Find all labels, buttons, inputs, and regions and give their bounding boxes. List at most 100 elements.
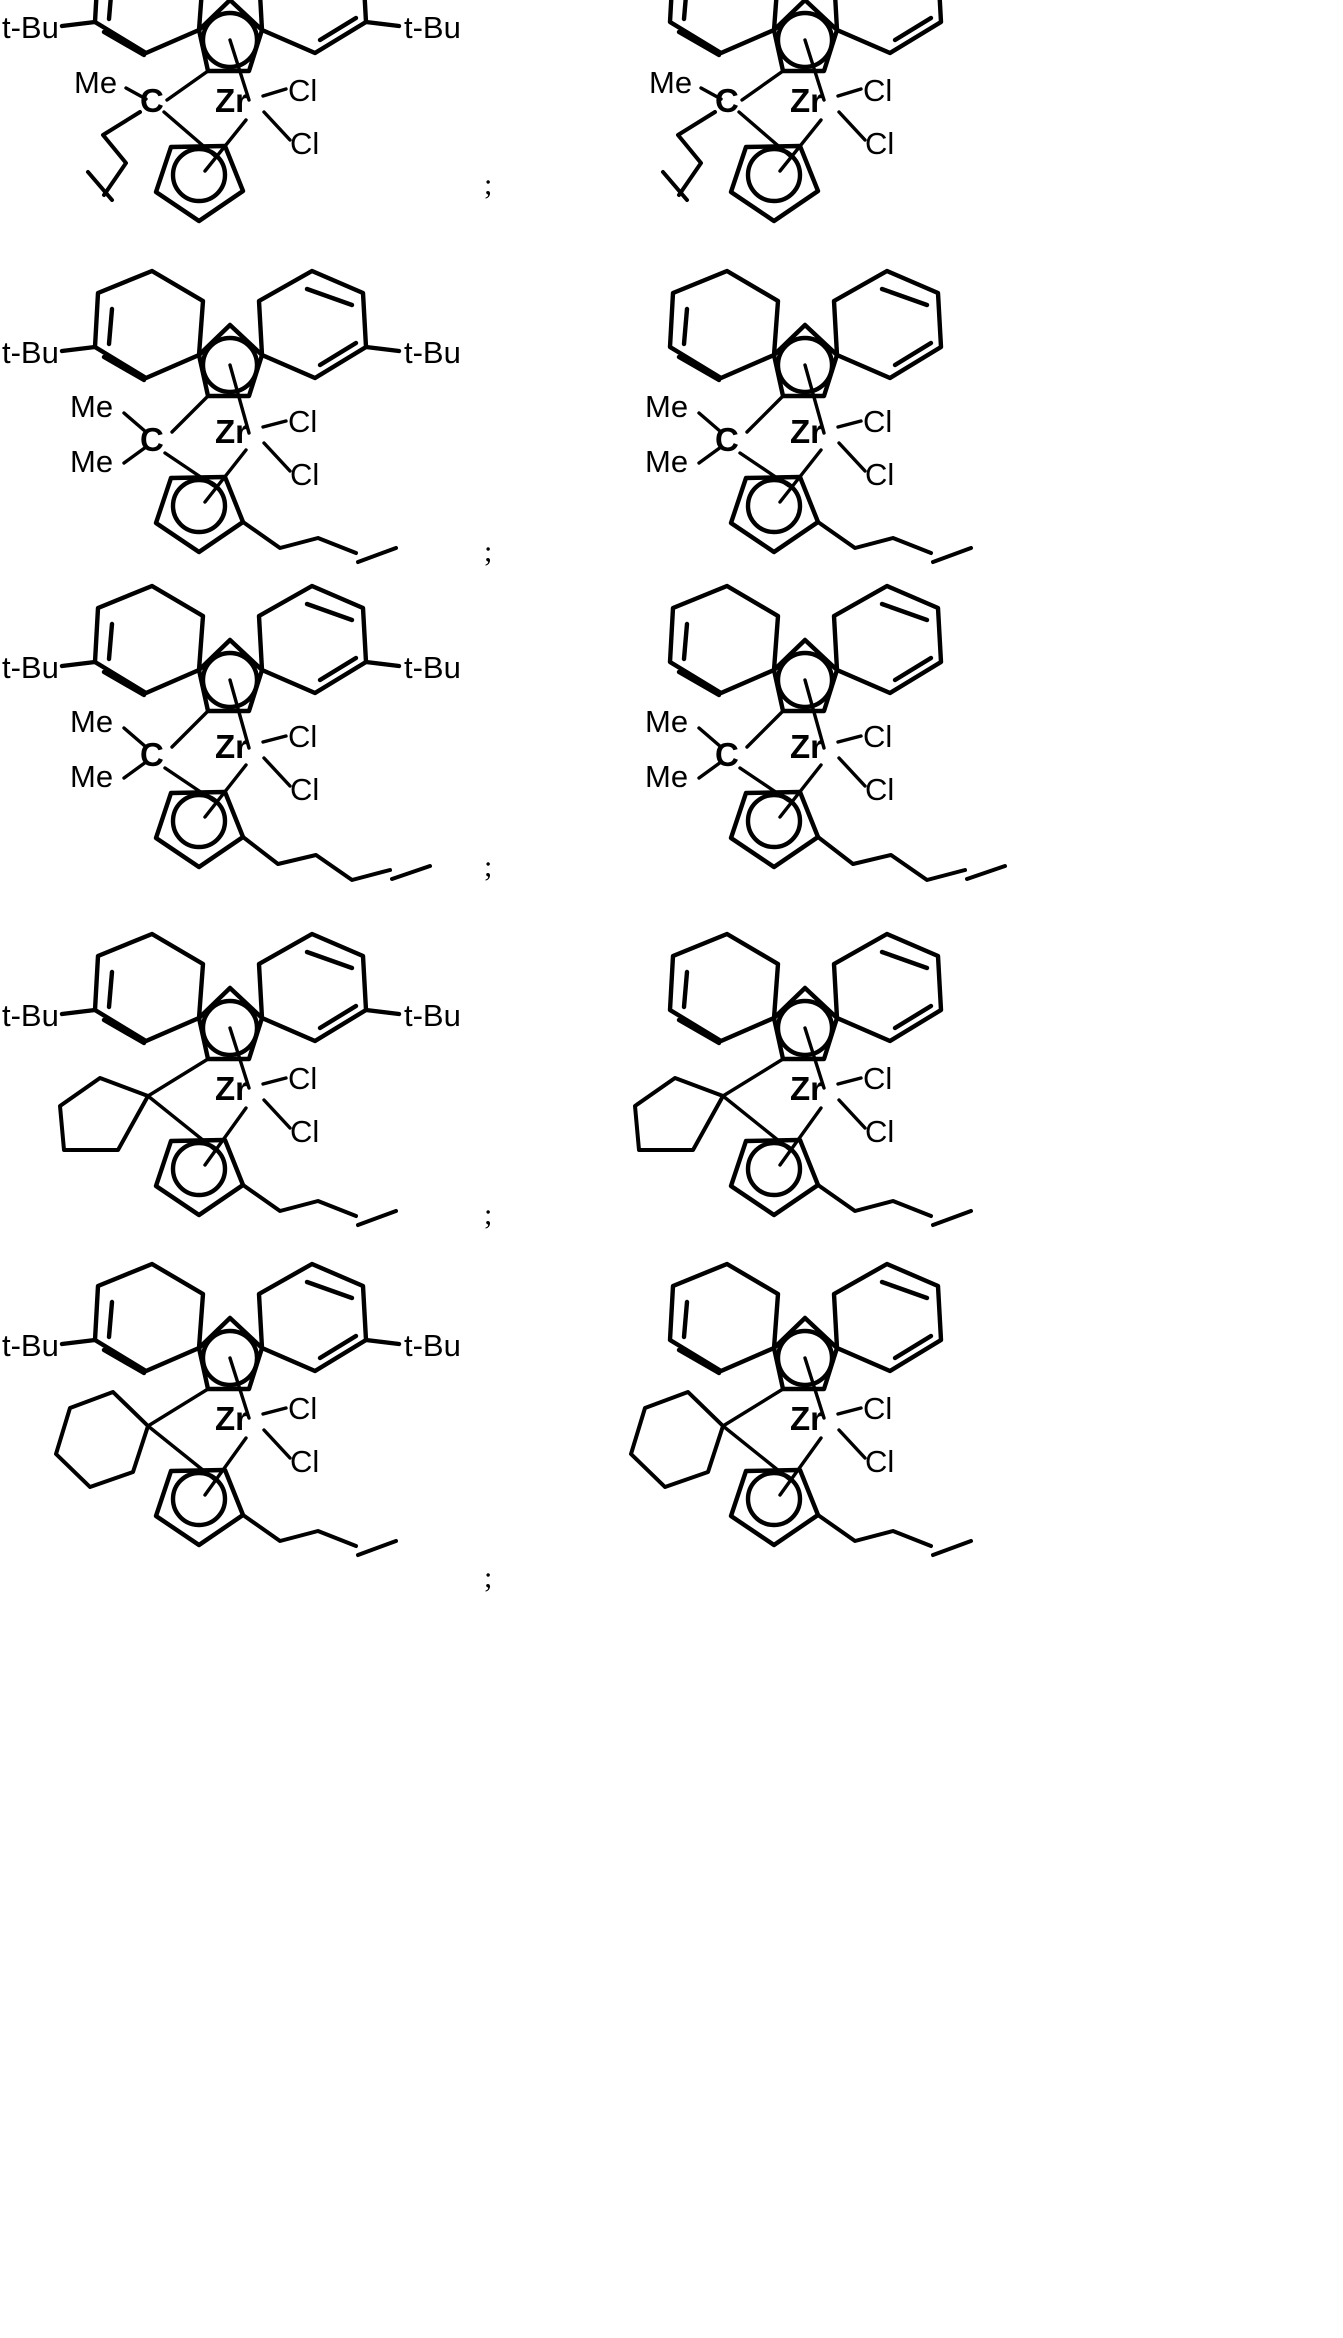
chloride-label-2: Cl (865, 1114, 894, 1149)
chloride-label-1: Cl (863, 1391, 892, 1426)
butenyl-chain (661, 110, 717, 202)
cyclopentadienyl-ring (153, 789, 246, 870)
me-label-2: Me (645, 444, 688, 479)
pentenyl-chain (241, 835, 432, 882)
chloride-label-2: Cl (290, 1444, 319, 1479)
zirconium-label: Zr (790, 728, 823, 765)
bridge-carbon-label: C (715, 421, 739, 458)
zr-cl-bonds (836, 1076, 867, 1130)
cyclopentylidene-bridge (58, 1076, 150, 1152)
cyclopentadienyl-ring (153, 143, 246, 224)
zirconium-label: Zr (215, 1070, 248, 1107)
me-label-2: Me (70, 759, 113, 794)
zr-cl-bonds (836, 419, 867, 473)
zr-cl-bonds (836, 87, 867, 142)
fluorenyl-ligand (667, 268, 944, 399)
chloride-label-2: Cl (290, 772, 319, 807)
zirconium-label: Zr (215, 1400, 248, 1437)
zr-cl-bonds (261, 87, 292, 142)
structure-4-left: t-Bu t-Bu (0, 928, 461, 1394)
chloride-label-1: Cl (863, 404, 892, 439)
cyclopentadienyl-ring (153, 1137, 246, 1218)
separator-2: ; (484, 535, 493, 568)
me-label-2: Me (645, 759, 688, 794)
cp-bridge-bond (163, 448, 248, 504)
me-bonds (122, 411, 148, 465)
structure-row-1: t-Bu t-Bu Me C (0, 0, 1343, 426)
chloride-label-2: Cl (290, 126, 319, 161)
separator-5: ; (484, 1561, 493, 1594)
structure-row-2: t-Bu t-Bu Me Me C (0, 265, 1343, 731)
cp-bridge-bond (737, 110, 823, 173)
zirconium-label: Zr (790, 1400, 823, 1437)
butenyl-chain (241, 520, 398, 564)
cyclohexylidene-bridge (629, 1390, 725, 1489)
me-bond (699, 86, 723, 101)
fluorenyl-ligand (667, 583, 944, 714)
butenyl-chain (241, 1183, 398, 1227)
bridge-carbon-label: C (715, 736, 739, 773)
me-label: Me (649, 65, 692, 100)
me-label-2: Me (70, 444, 113, 479)
cyclopentadienyl-ring (728, 143, 821, 224)
chloride-label-1: Cl (288, 719, 317, 754)
separator-4: ; (484, 1198, 493, 1231)
chloride-label-1: Cl (288, 1391, 317, 1426)
fluorenyl-ligand (59, 0, 402, 74)
zirconium-label: Zr (215, 728, 248, 765)
fluorenyl-ligand (667, 931, 944, 1062)
chloride-label-1: Cl (288, 1061, 317, 1096)
fluorenyl-ligand (667, 1261, 944, 1392)
butenyl-chain (86, 110, 142, 202)
bridge-bonds (721, 1026, 826, 1098)
structure-4-right: Zr Cl Cl (575, 928, 1035, 1394)
cyclopentadienyl-ring (728, 789, 821, 870)
cyclopentadienyl-ring (728, 1137, 821, 1218)
zr-cl-bonds (261, 419, 292, 473)
tbu-label-right: t-Bu (404, 650, 461, 685)
tbu-label-left: t-Bu (2, 998, 59, 1033)
chloride-label-1: Cl (863, 1061, 892, 1096)
zirconium-label: Zr (790, 413, 823, 450)
tbu-label-right: t-Bu (404, 998, 461, 1033)
fluorenyl-ligand (59, 1261, 402, 1392)
tbu-label-left: t-Bu (2, 650, 59, 685)
bridge-carbon-label: C (140, 736, 164, 773)
chloride-label-2: Cl (865, 126, 894, 161)
bridge-bonds (745, 678, 826, 750)
bridge-carbon-label: C (140, 82, 164, 119)
structure-1-left: t-Bu t-Bu Me C (0, 0, 461, 426)
structure-5-left: t-Bu t-Bu (0, 1258, 461, 1724)
fluorenyl-ligand (59, 583, 402, 714)
zirconium-label: Zr (215, 413, 248, 450)
me-label: Me (74, 65, 117, 100)
bridge-carbon-label: C (140, 421, 164, 458)
cp-bridge-bond (738, 448, 823, 504)
bridge-bonds (740, 38, 826, 102)
zr-cl-bonds (261, 1406, 292, 1460)
chloride-label-1: Cl (863, 73, 892, 108)
me-bond (124, 86, 148, 101)
me-bonds (122, 726, 148, 780)
zr-cl-bonds (836, 734, 867, 788)
cyclopentadienyl-ring (728, 1467, 821, 1548)
tbu-label-right: t-Bu (404, 1328, 461, 1363)
zr-cl-bonds (261, 734, 292, 788)
fluorenyl-ligand (667, 0, 944, 74)
bridge-bonds (165, 38, 251, 102)
me-label-1: Me (645, 704, 688, 739)
pentenyl-chain (816, 835, 1007, 882)
structure-2-left: t-Bu t-Bu Me Me C (0, 265, 461, 731)
bridge-bonds (146, 1026, 251, 1098)
chloride-label-2: Cl (865, 772, 894, 807)
butenyl-chain (816, 520, 973, 564)
bridge-bonds (170, 363, 251, 435)
cp-bridge-bond (162, 110, 248, 173)
chloride-label-2: Cl (865, 457, 894, 492)
structure-1-right: Me C Zr (575, 0, 1035, 426)
chloride-label-2: Cl (290, 457, 319, 492)
zirconium-label: Zr (790, 82, 823, 119)
zr-cl-bonds (836, 1406, 867, 1460)
tbu-label-left: t-Bu (2, 335, 59, 370)
